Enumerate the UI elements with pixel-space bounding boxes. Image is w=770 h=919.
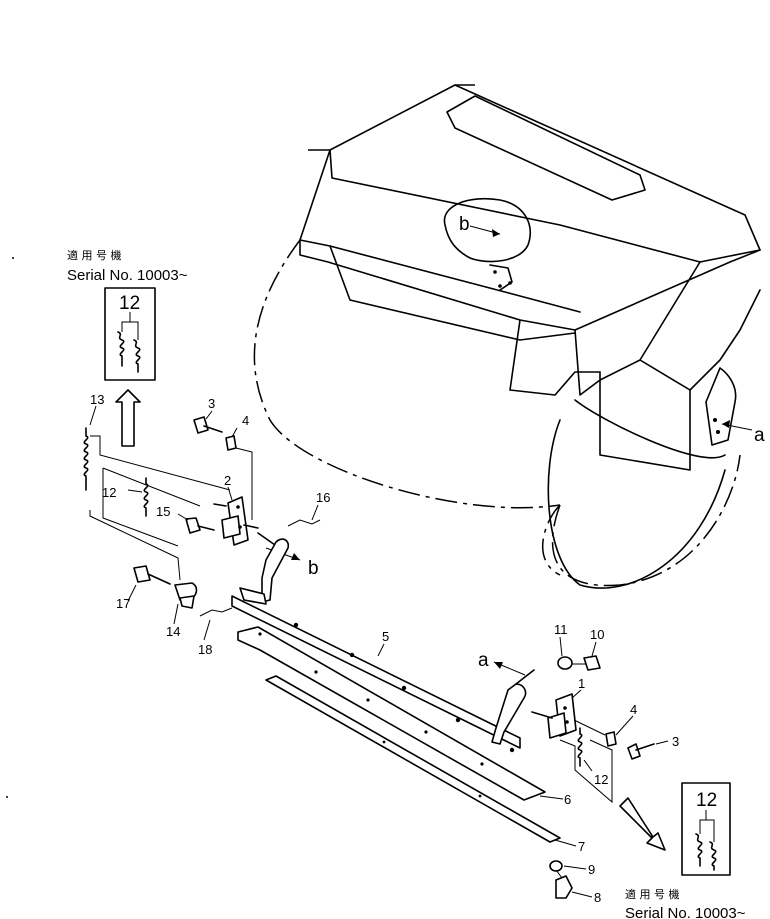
callout-8: 8	[594, 890, 601, 905]
right-bracket-assembly: a	[478, 650, 655, 804]
ref-label-a-body: a	[754, 425, 765, 446]
callout-15: 15	[156, 504, 170, 519]
detail-part-right: 12	[696, 790, 717, 811]
serial-no-left: Serial No. 10003~	[67, 267, 188, 284]
detail-box-left: 適 用 号 機 Serial No. 10003~ 12	[67, 248, 188, 447]
serial-jp-left: 適 用 号 機	[67, 248, 122, 262]
machine-body: b a	[253, 84, 765, 589]
left-bracket-assembly: b	[83, 416, 321, 617]
callout-17: 17	[116, 596, 130, 611]
callout-18: 18	[198, 642, 212, 657]
callout-9: 9	[588, 862, 595, 877]
callout-6: 6	[564, 792, 571, 807]
ref-label-a-lower: a	[478, 650, 489, 671]
callout-11: 11	[554, 622, 568, 637]
callout-3-top: 3	[208, 396, 215, 411]
callout-14: 14	[166, 624, 180, 639]
serial-no-right: Serial No. 10003~	[625, 905, 746, 919]
callout-10: 10	[590, 627, 604, 642]
callout-13: 13	[90, 392, 104, 407]
callout-7: 7	[578, 839, 585, 854]
callout-12-right: 12	[594, 772, 608, 787]
detail-box-right: 12 適 用 号 機 Serial No. 10003~	[619, 782, 746, 919]
callout-3-right: 3	[672, 734, 679, 749]
callout-4-top: 4	[242, 413, 249, 428]
bar-assembly	[231, 595, 573, 899]
ref-label-b-lower: b	[308, 558, 319, 579]
callout-1: 1	[578, 676, 585, 691]
callout-leaders	[89, 405, 669, 898]
detail-part-left: 12	[119, 293, 140, 314]
serial-jp-right: 適 用 号 機	[625, 887, 680, 901]
callout-4-right: 4	[630, 702, 637, 717]
callout-2: 2	[224, 473, 231, 488]
callout-12-left: 12	[102, 485, 116, 500]
ref-label-b-body: b	[459, 214, 470, 235]
callout-numbers: 3 4 2 12 15 13 16 17 14 18 5 11 10 1 4 3…	[90, 392, 679, 905]
callout-5: 5	[382, 629, 389, 644]
callout-16: 16	[316, 490, 330, 505]
